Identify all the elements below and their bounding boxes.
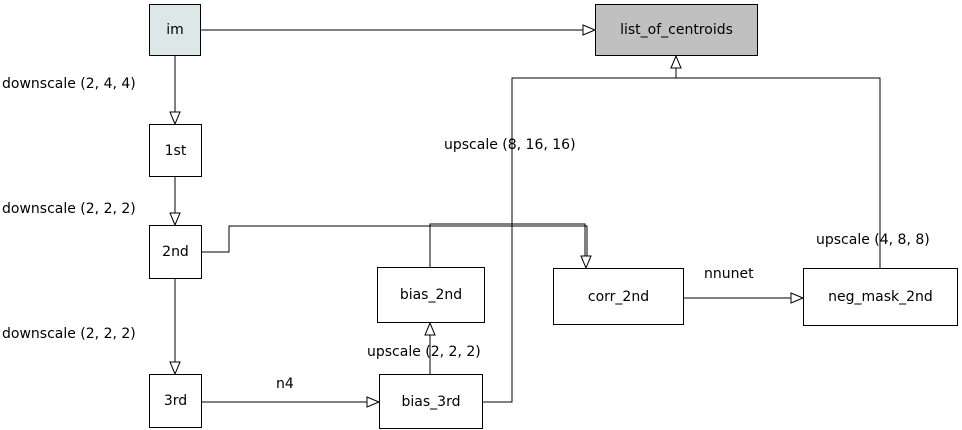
node-corr-2nd-label: corr_2nd — [587, 288, 650, 305]
node-corr-2nd[interactable]: corr_2nd — [553, 268, 684, 325]
node-3rd-label: 3rd — [163, 393, 188, 409]
edge-label-1st-to-2nd: downscale (2, 2, 2) — [2, 201, 136, 217]
arrowhead-to-list-of-centroids — [670, 54, 682, 69]
node-1st[interactable]: 1st — [149, 124, 202, 177]
arrowhead-2nd-to-3rd — [169, 361, 181, 376]
edge-2nd-to-corr-2nd — [201, 225, 588, 256]
arrowhead-bias-3rd-to-bias-2nd — [424, 321, 436, 336]
edge-label-corr-2nd-to-neg-mask-2nd: nnunet — [704, 266, 754, 282]
edge-bias-3rd-to-list-of-centroids — [483, 68, 677, 403]
edge-bias-2nd-to-corr-2nd — [429, 223, 586, 267]
arrowhead-im-to-list-of-centroids — [582, 24, 597, 36]
edge-neg-mask-2nd-to-list-of-centroids — [676, 77, 881, 268]
node-3rd[interactable]: 3rd — [149, 374, 202, 428]
edge-label-3rd-to-bias-3rd: n4 — [276, 376, 294, 392]
edge-label-im-to-1st: downscale (2, 4, 4) — [2, 76, 136, 92]
node-bias-3rd[interactable]: bias_3rd — [379, 374, 483, 429]
node-im-label: im — [166, 22, 184, 38]
node-bias-2nd[interactable]: bias_2nd — [377, 267, 485, 323]
node-list-of-centroids-label: list_of_centroids — [620, 22, 733, 38]
arrowhead-2nd-to-corr-2nd — [580, 255, 592, 270]
arrowhead-1st-to-2nd — [169, 212, 181, 227]
edge-label-bias-3rd-to-bias-2nd: upscale (2, 2, 2) — [367, 344, 481, 360]
node-bias-3rd-label: bias_3rd — [401, 393, 461, 410]
node-im[interactable]: im — [149, 4, 201, 56]
node-neg-mask-2nd[interactable]: neg_mask_2nd — [803, 268, 958, 326]
node-list-of-centroids[interactable]: list_of_centroids — [595, 4, 758, 56]
edge-label-bias-3rd-to-list-of-centroids: upscale (8, 16, 16) — [444, 137, 576, 153]
node-2nd-label: 2nd — [162, 244, 189, 260]
node-neg-mask-2nd-label: neg_mask_2nd — [828, 289, 933, 305]
node-2nd[interactable]: 2nd — [149, 225, 202, 279]
node-bias-2nd-label: bias_2nd — [399, 287, 463, 303]
arrowhead-corr-2nd-to-neg-mask-2nd — [790, 292, 805, 304]
arrowhead-3rd-to-bias-3rd — [366, 396, 381, 408]
node-1st-label: 1st — [164, 142, 187, 159]
edge-label-2nd-to-3rd: downscale (2, 2, 2) — [2, 326, 136, 342]
edge-label-neg-mask-2nd-to-list-of-centroids: upscale (4, 8, 8) — [816, 232, 930, 248]
arrowhead-im-to-1st — [169, 111, 181, 126]
